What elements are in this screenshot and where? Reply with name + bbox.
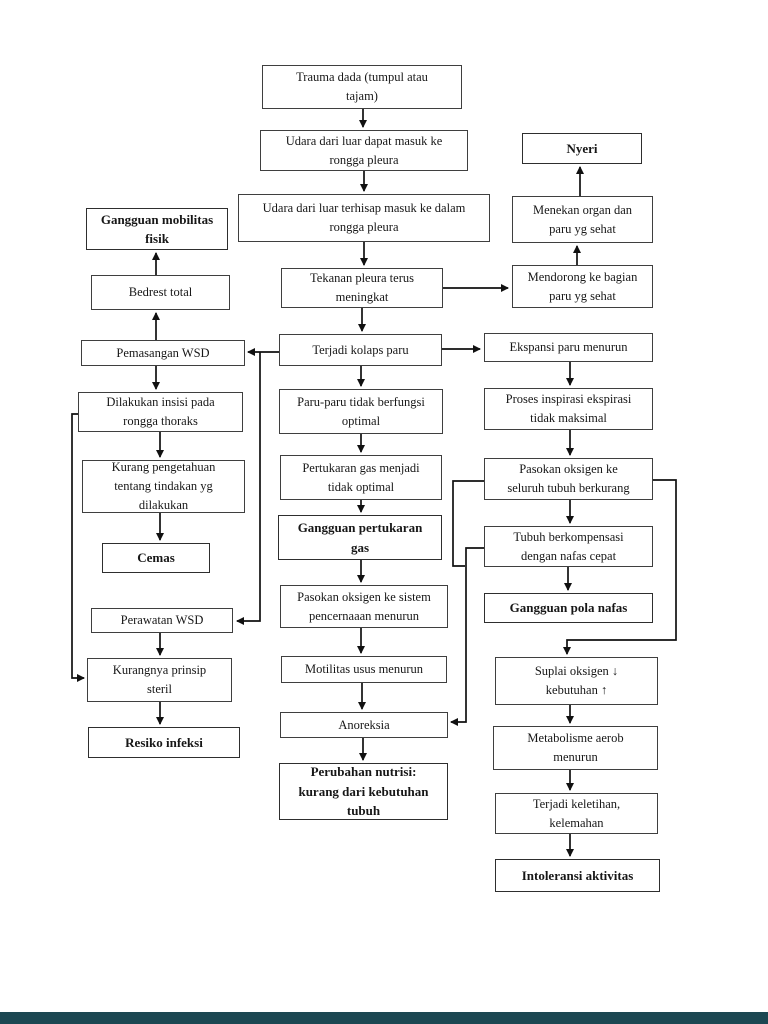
node-mendorong: Mendorong ke bagian paru yg sehat	[512, 265, 653, 308]
node-pasokan-pencernaan: Pasokan oksigen ke sistem pencernaaan me…	[280, 585, 448, 628]
node-motilitas-usus: Motilitas usus menurun	[281, 656, 447, 683]
arrow-berkompensasi-to-anoreksia-elbow	[450, 547, 484, 726]
node-gangguan-pertukaran-gas: Gangguan pertukaran gas	[278, 515, 442, 560]
node-perawatan-wsd: Perawatan WSD	[91, 608, 233, 633]
footer-bar	[0, 1012, 768, 1024]
node-anoreksia: Anoreksia	[280, 712, 448, 738]
arrow-insisi-to-prinsip-steril-elbow	[71, 413, 85, 682]
node-intoleransi-aktivitas: Intoleransi aktivitas	[495, 859, 660, 892]
node-proses-inspirasi: Proses inspirasi ekspirasi tidak maksima…	[484, 388, 653, 430]
node-trauma-dada: Trauma dada (tumpul atau tajam)	[262, 65, 462, 109]
node-bedrest-total: Bedrest total	[91, 275, 230, 310]
node-metabolisme-aerob: Metabolisme aerob menurun	[493, 726, 658, 770]
line-pasokan-seluruh-left-merge	[452, 480, 484, 567]
node-dilakukan-insisi: Dilakukan insisi pada rongga thoraks	[78, 392, 243, 432]
node-terjadi-kolaps: Terjadi kolaps paru	[279, 334, 442, 366]
node-gangguan-pola-nafas: Gangguan pola nafas	[484, 593, 653, 623]
node-pasokan-seluruh-tubuh: Pasokan oksigen ke seluruh tubuh berkura…	[484, 458, 653, 500]
node-ekspansi-menurun: Ekspansi paru menurun	[484, 333, 653, 362]
node-udara-terhisap: Udara dari luar terhisap masuk ke dalam …	[238, 194, 490, 242]
node-terjadi-keletihan: Terjadi keletihan, kelemahan	[495, 793, 658, 834]
node-paru-tidak-berfungsi: Paru-paru tidak berfungsi optimal	[279, 389, 443, 434]
node-resiko-infeksi: Resiko infeksi	[88, 727, 240, 758]
node-cemas: Cemas	[102, 543, 210, 573]
node-tekanan-pleura: Tekanan pleura terus meningkat	[281, 268, 443, 308]
node-perubahan-nutrisi: Perubahan nutrisi: kurang dari kebutuhan…	[279, 763, 448, 820]
node-gangguan-mobilitas: Gangguan mobilitas fisik	[86, 208, 228, 250]
node-pertukaran-tidak-optimal: Pertukaran gas menjadi tidak optimal	[280, 455, 442, 500]
node-nyeri: Nyeri	[522, 133, 642, 164]
node-suplai-oksigen: Suplai oksigen ↓ kebutuhan ↑	[495, 657, 658, 705]
arrow-pasokan-seluruh-to-suplai-elbow	[563, 479, 677, 655]
node-kurangnya-prinsip-steril: Kurangnya prinsip steril	[87, 658, 232, 702]
node-udara-masuk: Udara dari luar dapat masuk ke rongga pl…	[260, 130, 468, 171]
node-kurang-pengetahuan: Kurang pengetahuan tentang tindakan yg d…	[82, 460, 245, 513]
node-tubuh-berkompensasi: Tubuh berkompensasi dengan nafas cepat	[484, 526, 653, 567]
node-menekan-organ: Menekan organ dan paru yg sehat	[512, 196, 653, 243]
node-pemasangan-wsd: Pemasangan WSD	[81, 340, 245, 366]
